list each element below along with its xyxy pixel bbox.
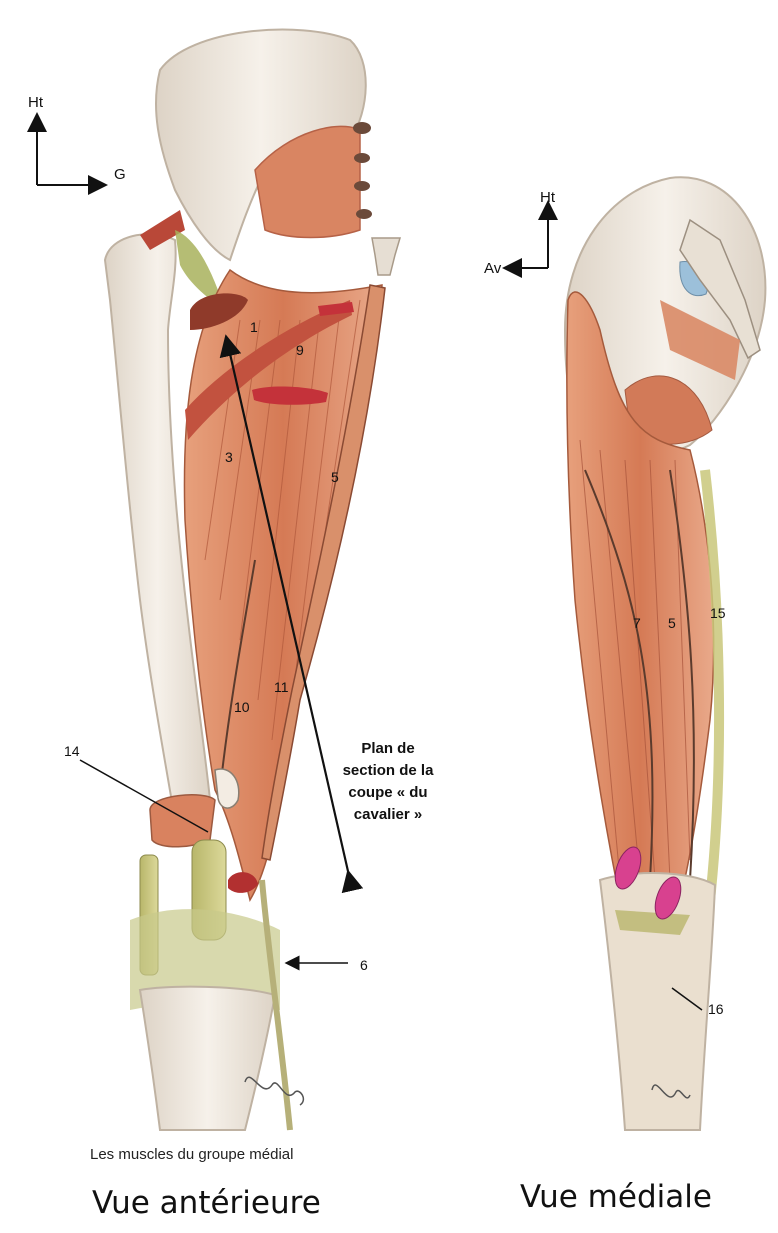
tibia-bone [140,987,275,1130]
label-5-medial: 5 [668,616,676,630]
section-plane-label: Plan de section de la coupe « du cavalie… [318,738,458,826]
label-5-anterior: 5 [331,470,339,484]
label-11: 11 [274,680,289,694]
label-16: 16 [708,1002,724,1016]
label-1: 1 [250,320,258,334]
anterior-view-title: Vue antérieure [92,1188,321,1219]
label-3: 3 [225,450,233,464]
anterior-orientation-axes [37,122,98,185]
label-14: 14 [64,744,80,758]
medial-axis-up-label: Ht [540,190,555,205]
figure-caption: Les muscles du groupe médial [90,1146,293,1163]
anterior-view [37,30,400,1130]
label-9: 9 [296,343,304,357]
label-6: 6 [360,958,368,972]
label-15: 15 [710,606,726,620]
medial-view [512,177,765,1130]
coccyx [372,238,400,275]
medial-orientation-axes [512,210,548,268]
label-10: 10 [234,700,250,714]
medial-axis-side-label: Av [484,261,501,276]
patella [150,795,215,847]
anterior-axis-up-label: Ht [28,95,43,110]
medial-view-title: Vue médiale [520,1182,712,1213]
label-7: 7 [633,616,641,630]
anterior-axis-side-label: G [114,167,126,182]
